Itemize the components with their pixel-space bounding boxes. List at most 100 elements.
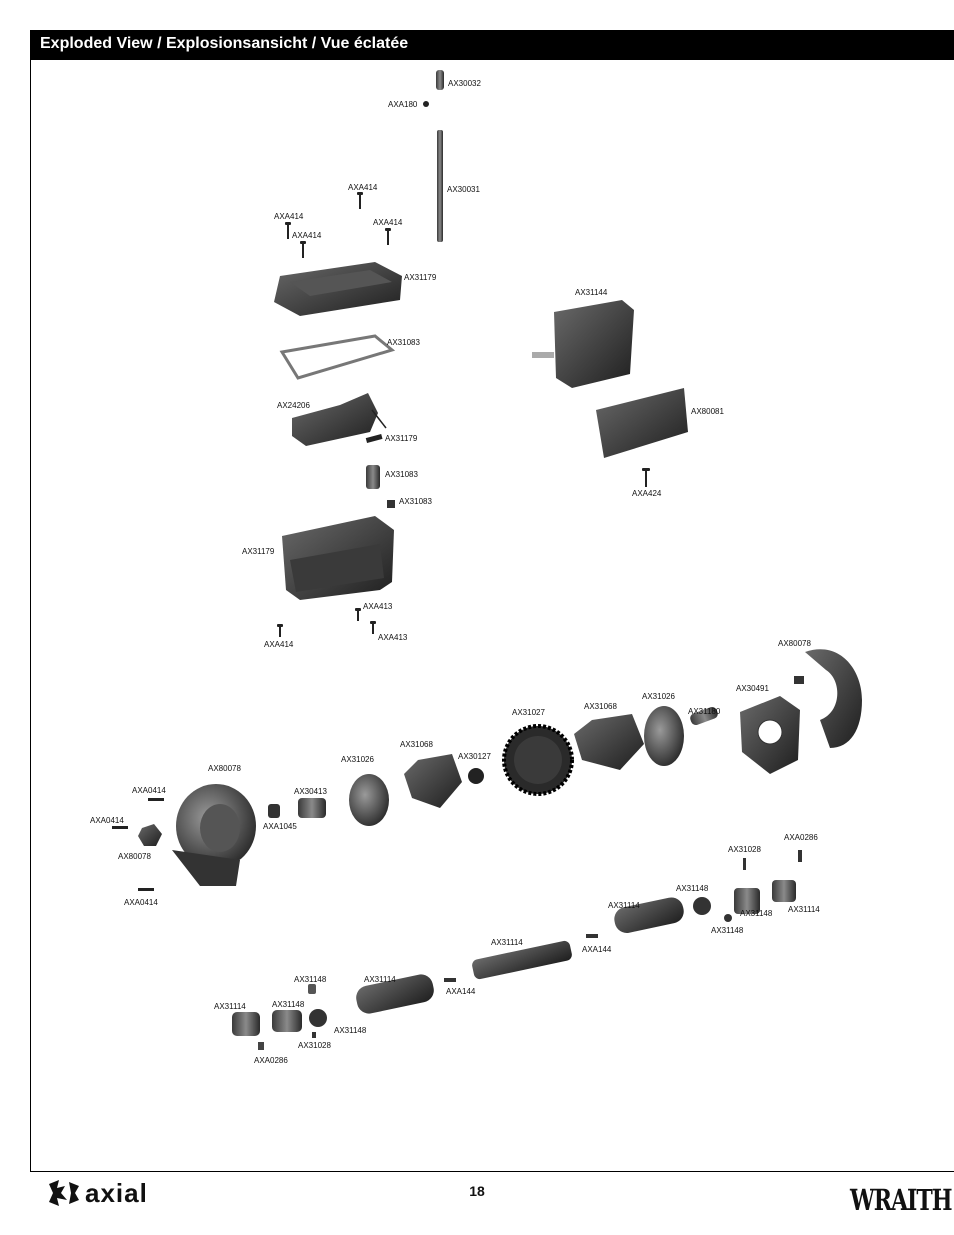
part-label: AX31144: [575, 288, 608, 297]
yoke-part-1: [772, 880, 796, 902]
page-frame: [30, 30, 954, 1172]
part-label: AX31148: [711, 926, 744, 935]
part-label: AX31114: [788, 905, 820, 914]
servo-screw: [642, 468, 650, 487]
part-label: AX31179: [385, 434, 418, 443]
screws-top-group: [285, 192, 391, 258]
part-label: AXA180: [388, 100, 418, 109]
part-label: AX31083: [387, 338, 420, 347]
part-label: AXA144: [582, 945, 612, 954]
pin-part-3: [308, 984, 316, 994]
slipper-disc-part-1: [644, 706, 684, 766]
servo-part: [532, 300, 634, 388]
part-label: AX24206: [277, 401, 310, 410]
part-label: AXA414: [292, 231, 322, 240]
antenna-cap-part: [436, 70, 444, 90]
part-label: AX31083: [399, 497, 432, 506]
receiver-part: [292, 393, 387, 446]
part-label: AXA414: [264, 640, 294, 649]
setscrew-part-2: [258, 1042, 264, 1050]
part-label: AX31148: [272, 1000, 305, 1009]
part-label: AX31114: [491, 938, 523, 947]
small-part-1: [365, 433, 383, 443]
slipper-plate-part-2: [404, 754, 462, 808]
screws-bottom-group: [277, 608, 376, 637]
part-label: AX30413: [294, 787, 327, 796]
spur-gear-part: [502, 724, 574, 796]
part-label: AX31179: [404, 273, 437, 282]
bearing-part: [468, 768, 484, 784]
part-label: AX31026: [642, 692, 675, 701]
page-number: 18: [469, 1183, 485, 1199]
section-title: Exploded View / Explosionsansicht / Vue …: [40, 35, 409, 52]
cup-part-1: [734, 888, 760, 914]
part-label: AXA1045: [263, 822, 297, 831]
part-label: AX31114: [214, 1002, 246, 1011]
part-label: AXA414: [373, 218, 403, 227]
part-label: AX31148: [334, 1026, 367, 1035]
part-label: AX31068: [400, 740, 433, 749]
pin-part-2: [724, 914, 732, 922]
receiver-box-base-part: [282, 516, 394, 600]
cup-part-2: [272, 1010, 302, 1032]
part-label: AXA0414: [132, 786, 166, 795]
antenna-tube-part: [437, 130, 443, 242]
small-part-2: [387, 500, 395, 508]
ball-part-1: [693, 897, 711, 915]
part-label: AX31114: [608, 901, 640, 910]
part-label: AXA0414: [124, 898, 158, 907]
pinion-part: [268, 804, 280, 818]
spring-part: [298, 798, 326, 818]
part-label: AX31114: [364, 975, 396, 984]
ball-part-2: [309, 1009, 327, 1027]
slipper-plate-part-1: [574, 714, 644, 770]
part-label: AXA144: [446, 987, 476, 996]
part-label: AX30031: [447, 185, 480, 194]
part-label: AX31026: [341, 755, 374, 764]
part-label: AX30127: [458, 752, 491, 761]
transmission-housing-part: [172, 784, 256, 886]
nut-part: [138, 824, 162, 846]
driveshaft-splined-part: [472, 940, 572, 980]
screw-part-2: [444, 978, 456, 982]
part-label: AX31028: [728, 845, 761, 854]
section-header-bar: Exploded View / Explosionsansicht / Vue …: [30, 30, 954, 60]
driveshaft-tube-part-2: [356, 974, 434, 1014]
receiver-box-lid-part: [274, 262, 402, 316]
part-label: AX31179: [242, 547, 275, 556]
clip-part: [366, 465, 380, 489]
part-label: AXA414: [274, 212, 304, 221]
setscrew-part-1: [798, 850, 802, 862]
axial-logo: axial: [45, 1178, 180, 1208]
part-label: AX31148: [740, 909, 773, 918]
part-label: AX31148: [294, 975, 327, 984]
pin-part-4: [312, 1032, 316, 1038]
part-label: AX31148: [676, 884, 709, 893]
part-label: AXA0286: [784, 833, 818, 842]
part-label: AX80078: [118, 852, 151, 861]
part-label: AX80078: [778, 639, 811, 648]
part-label: AX31028: [298, 1041, 331, 1050]
part-label: AX80081: [691, 407, 724, 416]
axial-logo-text: axial: [85, 1178, 148, 1208]
part-label: AX30491: [736, 684, 769, 693]
driveshaft-tube-part-1: [614, 897, 684, 933]
part-label: AX31027: [512, 708, 545, 717]
yoke-part-2: [232, 1012, 260, 1036]
wraith-logo: WRAITH: [850, 1184, 953, 1218]
part-label: AX31068: [584, 702, 617, 711]
pin-part-1: [743, 858, 746, 870]
part-label: AX80078: [208, 764, 241, 773]
antenna-oring-part: [423, 101, 429, 107]
housing-screws-group: [112, 798, 164, 891]
part-label: AX30032: [448, 79, 481, 88]
screw-part-1: [586, 934, 598, 938]
part-label: AXA0286: [254, 1056, 288, 1065]
part-label: AX31083: [385, 470, 418, 479]
part-label: AXA424: [632, 489, 662, 498]
part-label: AXA413: [378, 633, 408, 642]
part-label: AX31180: [688, 707, 721, 716]
bushing-part: [690, 706, 718, 726]
part-label: AXA414: [348, 183, 378, 192]
